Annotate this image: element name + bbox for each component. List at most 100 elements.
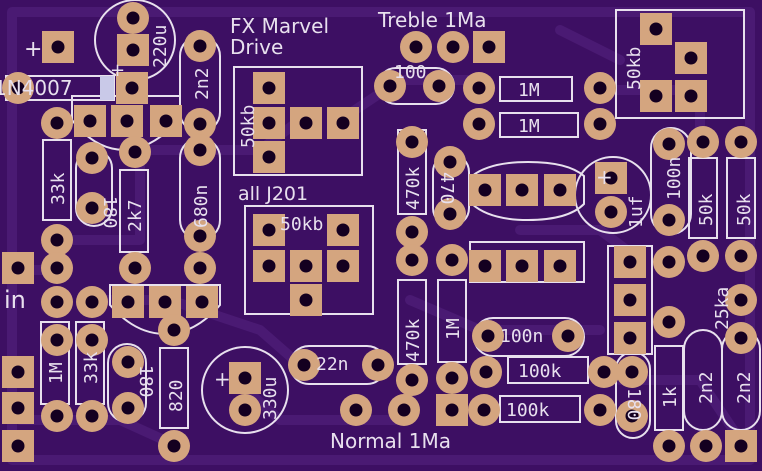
title-labels: FX Marvel Drive Treble 1Ma Normal 1Ma in… xyxy=(0,8,487,453)
pad-hole xyxy=(262,259,276,273)
pad-hole xyxy=(85,333,99,347)
res-33k-a-outline xyxy=(42,139,72,221)
pad-hole xyxy=(443,207,457,221)
pad-hole xyxy=(662,213,676,227)
pad-hole xyxy=(597,365,611,379)
pad-hole xyxy=(159,114,173,128)
transistor-mid-outline xyxy=(471,160,585,222)
pad-hole xyxy=(479,365,493,379)
pad-hole xyxy=(299,293,313,307)
label-25ka: 25ka xyxy=(712,287,733,330)
pad-hole xyxy=(83,114,97,128)
pad-hole xyxy=(445,253,459,267)
pad-hole xyxy=(478,183,492,197)
label-470: 470 xyxy=(436,172,457,205)
pad-hole xyxy=(593,117,607,131)
pad-hole xyxy=(11,261,25,275)
diode-label: 1N4007 xyxy=(0,76,73,100)
label-220u: 220u xyxy=(150,25,171,68)
pad-hole xyxy=(11,365,25,379)
polarity-markers: + + + + xyxy=(24,37,613,391)
pad-hole xyxy=(734,135,748,149)
pads xyxy=(2,2,757,462)
pad-hole xyxy=(11,439,25,453)
pad-hole xyxy=(50,116,64,130)
pad-hole xyxy=(262,116,276,130)
label-100: 100 xyxy=(394,62,427,83)
pad-hole xyxy=(121,355,135,369)
label-100k-a: 100k xyxy=(518,361,562,382)
pad-hole xyxy=(593,81,607,95)
pad-hole xyxy=(482,40,496,54)
pad-hole xyxy=(649,22,663,36)
pad-hole xyxy=(383,79,397,93)
res-1m-b-outline xyxy=(499,112,579,138)
pad-hole xyxy=(443,155,457,169)
pad-hole xyxy=(50,233,64,247)
res-1m-a-outline xyxy=(499,76,573,102)
pad-hole xyxy=(397,403,411,417)
normal-label: Normal 1Ma xyxy=(330,429,451,453)
pad-hole xyxy=(699,439,713,453)
pad-hole xyxy=(684,51,698,65)
pot-left-outline xyxy=(233,66,363,176)
pad-hole xyxy=(299,116,313,130)
label-2n2a: 2n2 xyxy=(192,67,213,100)
label-470k-b: 470k xyxy=(403,318,424,362)
pad-hole xyxy=(125,81,139,95)
pad-hole xyxy=(50,409,64,423)
pad-hole xyxy=(193,39,207,53)
res-100k-b-outline xyxy=(499,395,581,423)
pad-hole xyxy=(85,295,99,309)
pad-hole xyxy=(561,329,575,343)
pad-hole xyxy=(336,223,350,237)
title-line2: Drive xyxy=(230,35,283,59)
pad-hole xyxy=(405,373,419,387)
j201-label: all J201 xyxy=(238,183,308,205)
pad-hole xyxy=(195,295,209,309)
pad-hole xyxy=(734,439,748,453)
label-1m-c: 1M xyxy=(443,318,464,340)
pad-hole xyxy=(446,40,460,54)
pad-hole xyxy=(120,114,134,128)
pad-hole xyxy=(625,365,639,379)
pad-hole xyxy=(432,79,446,93)
label-pot-right: 50kb xyxy=(624,47,645,90)
pad-hole xyxy=(515,259,529,273)
pad-hole xyxy=(167,439,181,453)
pad-hole xyxy=(684,89,698,103)
pad-hole xyxy=(299,259,313,273)
pad-hole xyxy=(128,261,142,275)
pad-hole xyxy=(85,151,99,165)
pad-hole xyxy=(481,329,495,343)
pad-hole xyxy=(238,371,252,385)
input-label: in xyxy=(4,286,26,314)
label-50k-a: 50k xyxy=(696,193,717,226)
pad-hole xyxy=(297,358,311,372)
plus-marker-330u: + xyxy=(214,367,231,391)
plus-marker-1uf: + xyxy=(596,165,613,189)
plus-marker-220u: + xyxy=(110,60,125,81)
pad-hole xyxy=(121,295,135,309)
pad-hole xyxy=(11,81,25,95)
pad-hole xyxy=(85,409,99,423)
label-pot-mid: 50kb xyxy=(280,214,323,235)
label-33k-a: 33k xyxy=(48,172,69,205)
pad-hole xyxy=(126,11,140,25)
label-100k-b: 100k xyxy=(506,400,550,421)
cap-330u-outline xyxy=(201,346,289,434)
pad-hole xyxy=(405,135,419,149)
pad-hole xyxy=(445,371,459,385)
pad-hole xyxy=(126,43,140,57)
res-2k7-outline xyxy=(119,169,149,253)
pad-hole xyxy=(604,205,618,219)
pad-hole xyxy=(625,409,639,423)
pad-hole xyxy=(193,143,207,157)
pad-hole xyxy=(158,295,172,309)
title-line1: FX Marvel xyxy=(230,14,329,38)
pad-hole xyxy=(85,201,99,215)
pad-hole xyxy=(623,331,637,345)
label-2k7: 2k7 xyxy=(125,199,146,232)
pad-hole xyxy=(734,331,748,345)
pad-hole xyxy=(336,259,350,273)
